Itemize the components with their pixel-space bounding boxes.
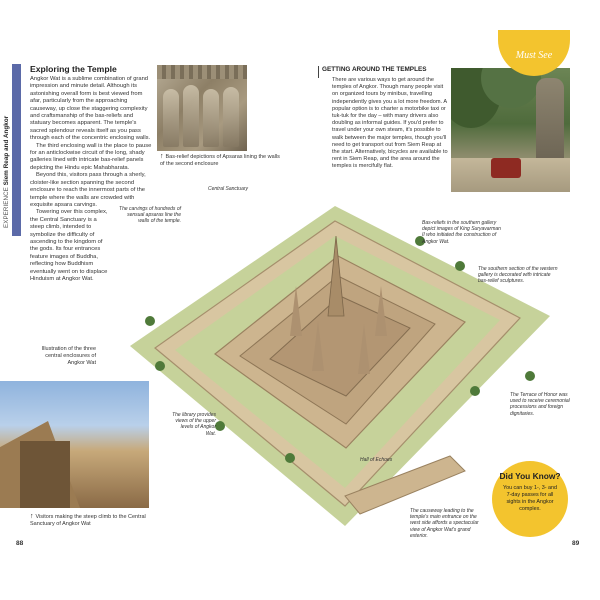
getting-around-title: GETTING AROUND THE TEMPLES [322,66,427,73]
exploring-paragraph: Beyond this, visitors pass through a she… [30,172,146,208]
getting-around-box: GETTING AROUND THE TEMPLES There are var… [318,66,450,238]
illustration-caption: Illustration of the three central enclos… [41,346,96,366]
apsara-carving-photo [157,65,247,151]
arrow-up-icon: ↑ [30,513,34,520]
section-label: EXPERIENCE Siem Reap and Angkor [2,48,12,228]
page-number-right: 89 [572,540,580,547]
tuk-tuk-road-photo [451,68,570,192]
angkor-wat-illustration [130,206,550,526]
exploring-paragraph: Towering over this complex, the Central … [30,209,108,282]
arrow-up-icon: ↑ [160,153,164,160]
section-name: EXPERIENCE [3,187,10,228]
section-tab [12,64,21,236]
exploring-paragraph: The third enclosing wall is the place to… [30,142,152,171]
callout-carvings: The carvings of hundreds of sensual apsa… [119,206,181,225]
exploring-column: Exploring the Temple Angkor Wat is a sub… [30,64,154,283]
callout-causeway: The causeway leading to the temple's mai… [410,508,479,539]
tower-caption: ↑Visitors making the steep climb to the … [30,513,146,527]
callout-library: The library provides views of the upper … [172,412,216,437]
callout-central-sanctuary: Central Sanctuary [208,186,249,192]
callout-bas-reliefs: Bas-reliefs in the southern gallery depi… [422,220,501,245]
callout-terrace: The Terrace of Honor was used to receive… [510,392,570,417]
carving-caption: ↑Bas-relief depictions of Apsaras lining… [160,153,280,167]
page-number-left: 88 [16,540,24,547]
central-sanctuary-photo [0,381,149,508]
did-you-know-body: You can buy 1-, 3- and 7-day passes for … [502,485,558,512]
section-location: Siem Reap and Angkor [3,115,10,186]
getting-around-body: There are various ways to get around the… [332,77,448,170]
callout-southern-section: The southern section of the western gall… [478,266,558,285]
exploring-title: Exploring the Temple [30,64,117,74]
callout-hall-of-echoes: Hall of Echoes [360,457,393,463]
did-you-know-badge: Did You Know? You can buy 1-, 3- and 7-d… [492,461,568,537]
did-you-know-title: Did You Know? [499,471,561,481]
exploring-paragraph: Angkor Wat is a sublime combination of g… [30,76,151,142]
